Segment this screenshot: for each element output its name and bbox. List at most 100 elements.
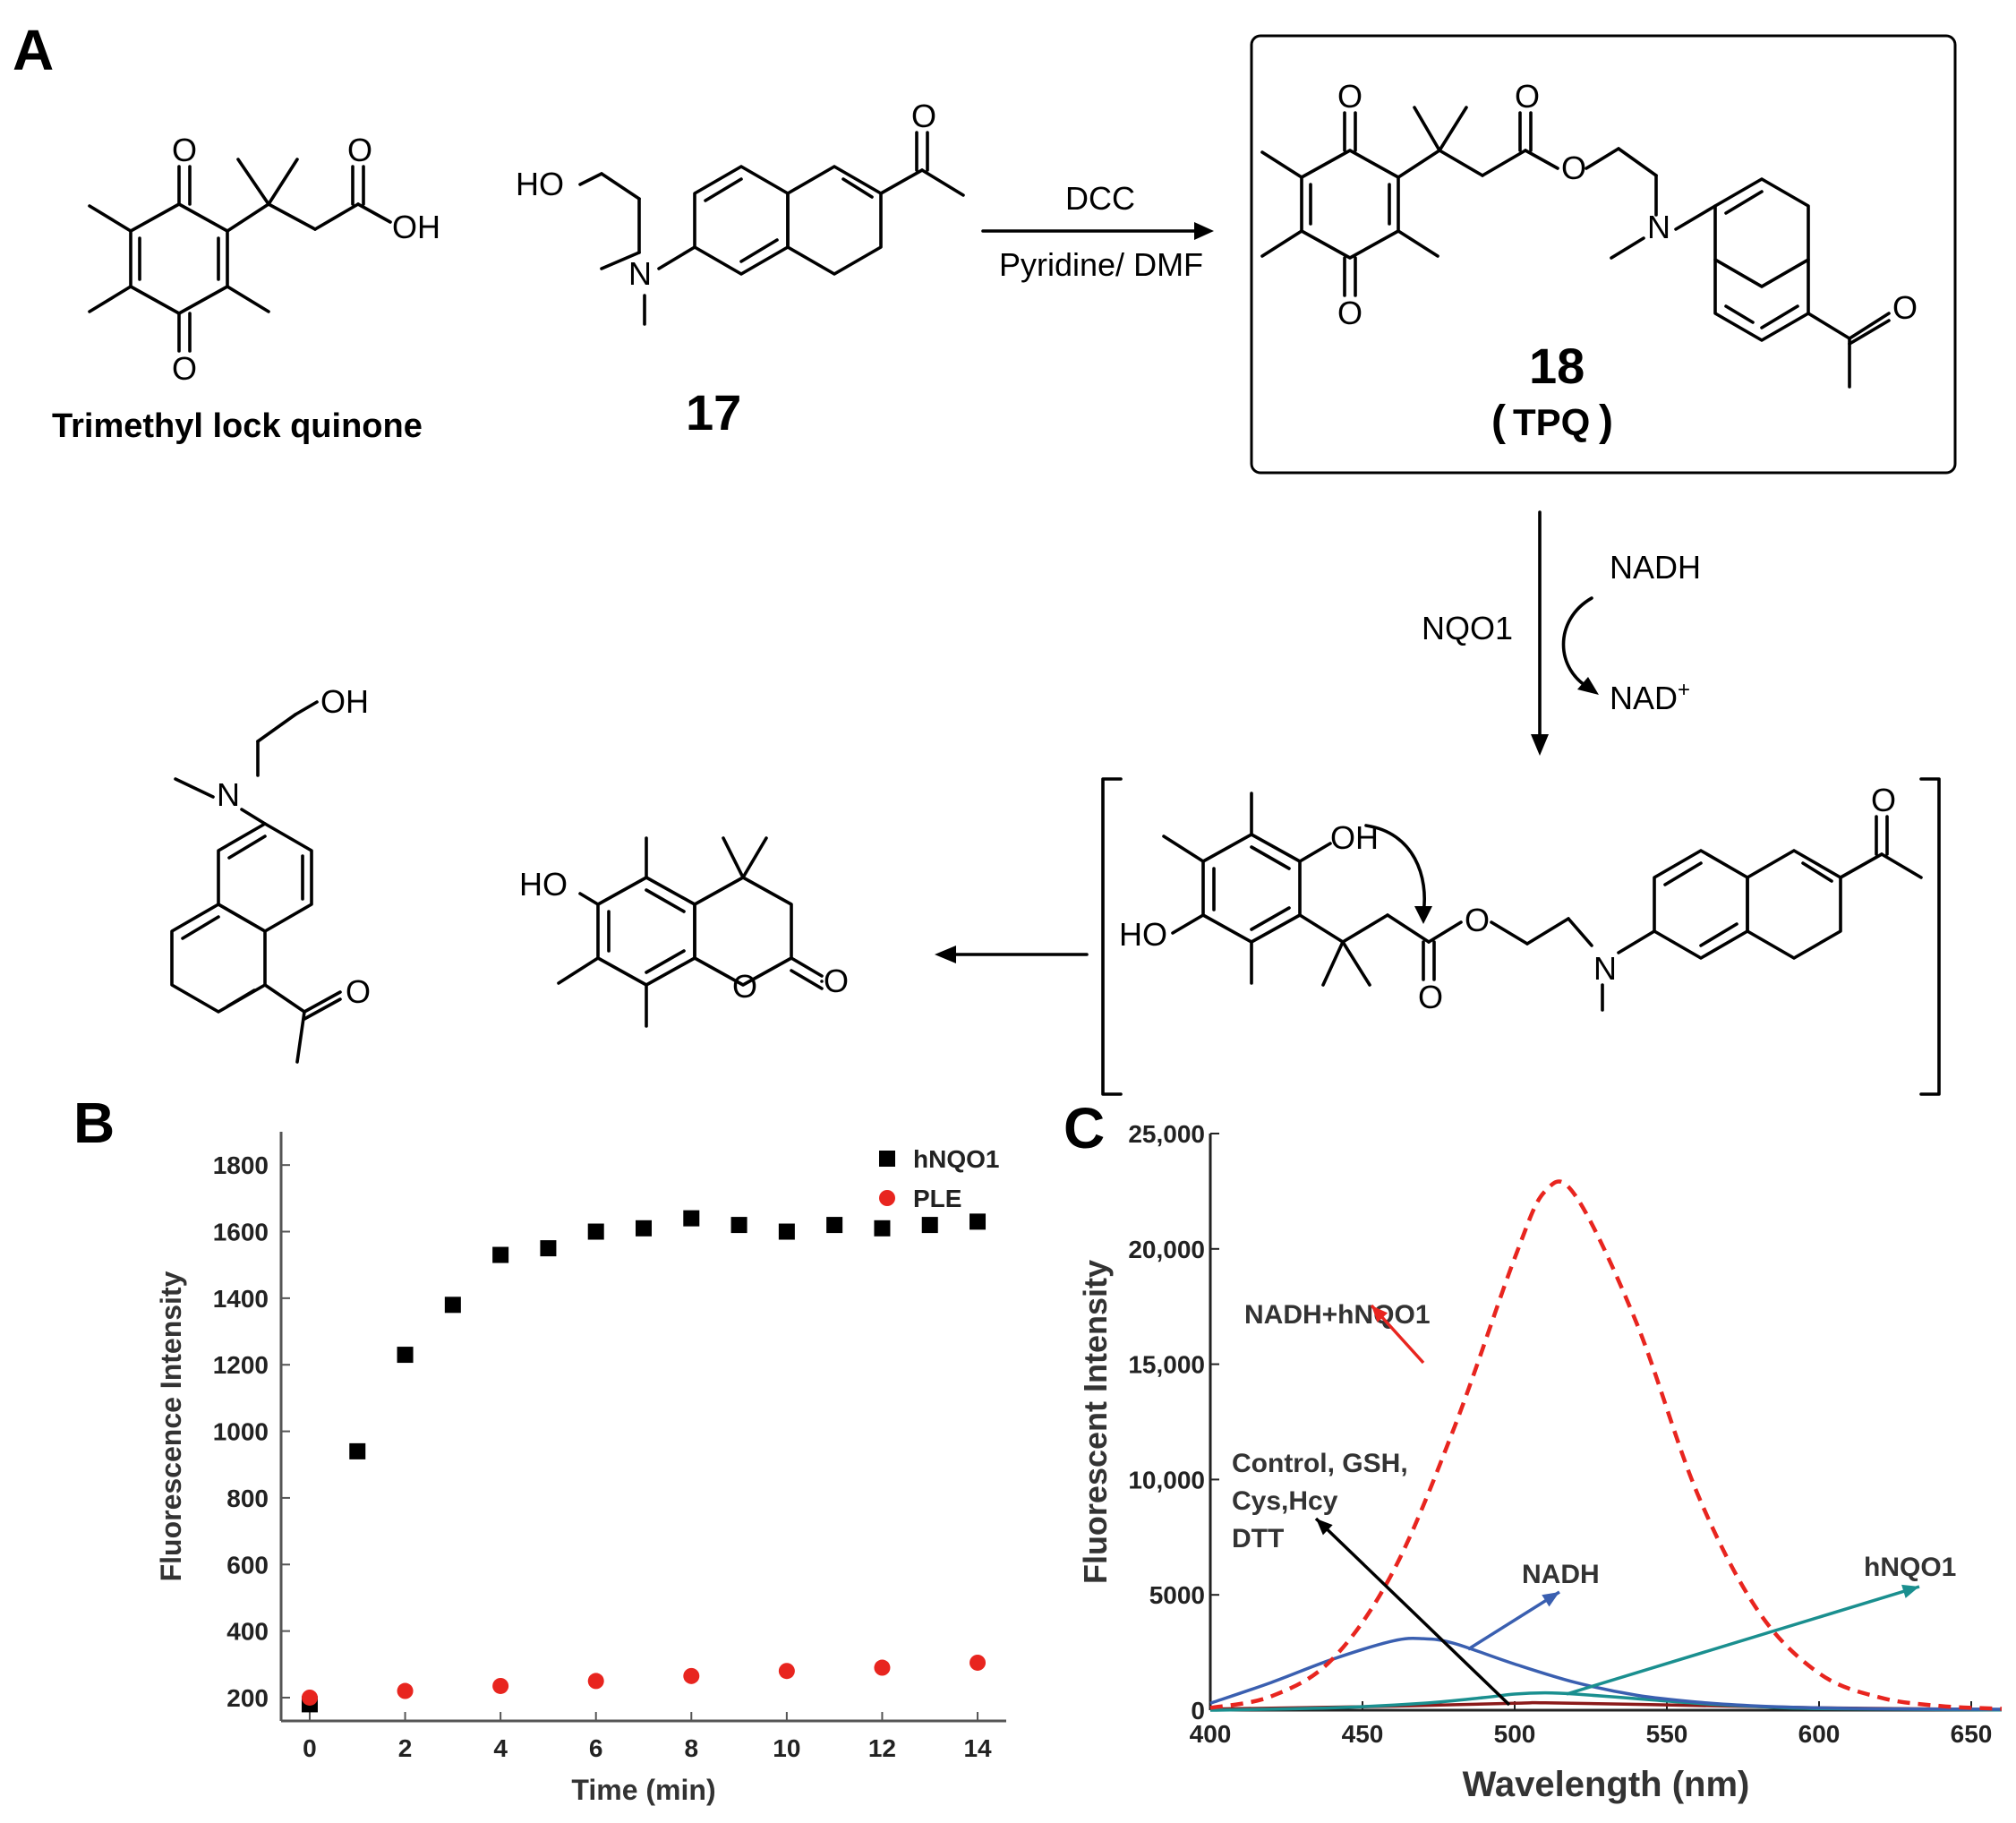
chart-b-x-tick-label: 12 xyxy=(868,1734,896,1762)
chart-c-annotation-control-line3: DTT xyxy=(1232,1524,1284,1553)
lactone-ring-oxygen: O xyxy=(732,968,757,1005)
fluorophore-nitrogen: N xyxy=(217,776,240,813)
chart-b-point-ple xyxy=(301,1689,318,1706)
chart-c-x-tick-label: 400 xyxy=(1190,1720,1232,1748)
quinone-oxygen-top: O xyxy=(172,132,197,168)
tpq-oxygen-top: O xyxy=(1337,78,1363,115)
reaction-arrow-2 xyxy=(1531,510,1599,756)
tpq-label: TPQ xyxy=(1513,401,1590,443)
chart-c-annotation-nadh-arrow-head xyxy=(1542,1592,1559,1607)
chart-b-point-hnqo1 xyxy=(444,1297,461,1314)
panel-a-letter: A xyxy=(13,18,54,82)
acid-hydroxyl: OH xyxy=(392,209,440,245)
chart-b-point-hnqo1 xyxy=(970,1213,987,1230)
chart-c-x-axis-label: Wavelength (nm) xyxy=(1463,1765,1750,1804)
reaction-arrow-3 xyxy=(935,946,1089,963)
chart-b-y-tick-label: 1200 xyxy=(213,1351,269,1379)
chart-c-y-tick-label: 20,000 xyxy=(1128,1236,1205,1263)
chart-b-point-hnqo1 xyxy=(397,1347,414,1364)
tpq-product-box xyxy=(1250,34,1957,475)
chart-b-legend-label-hnqo1: hNQO1 xyxy=(913,1145,999,1173)
chart-c-annotation-nadh-arrow xyxy=(1467,1590,1560,1651)
chart-b-x-tick-label: 10 xyxy=(773,1734,800,1762)
chart-b-y-tick-label: 400 xyxy=(226,1618,269,1646)
compound-17-label: 17 xyxy=(686,384,741,441)
chart-b-legend-marker-ple xyxy=(879,1190,895,1206)
compound-17-structure: HO N O xyxy=(516,98,965,326)
chart-c-y-tick-label: 25,000 xyxy=(1128,1120,1205,1148)
tpq-paren-close: ) xyxy=(1599,398,1613,445)
chart-c-annotation-hnqo1-arrow xyxy=(1566,1585,1920,1696)
chart-c-x-tick-label: 550 xyxy=(1646,1720,1688,1748)
chart-b-y-tick-label: 200 xyxy=(226,1684,269,1712)
reagent-dcc: DCC xyxy=(1065,180,1135,217)
chart-b-x-tick-label: 4 xyxy=(493,1734,508,1762)
chart-b-x-tick-label: 8 xyxy=(685,1734,699,1762)
chart-b-point-ple xyxy=(492,1677,509,1694)
tpq-nitrogen: N xyxy=(1647,209,1670,245)
chart-b-point-ple xyxy=(970,1654,987,1671)
intermediate-ketone-oxygen: O xyxy=(1871,782,1896,818)
chart-b-point-ple xyxy=(397,1682,414,1699)
chart-c-y-tick-label: 10,000 xyxy=(1128,1466,1205,1493)
tpq-ketone-oxygen: O xyxy=(1892,289,1918,326)
trimethyl-lock-quinone-structure: O O O OH xyxy=(88,132,440,387)
tpq-ester-carbonyl-oxygen: O xyxy=(1515,78,1540,115)
chart-c-x-tick-label: 600 xyxy=(1798,1720,1841,1748)
chart-c-y-axis-label: Fluorescent Intensity xyxy=(1077,1260,1114,1584)
chart-b-x-tick-label: 0 xyxy=(303,1734,317,1762)
intermediate-nitrogen: N xyxy=(1593,950,1617,987)
chart-c-annotation-hnqo1: hNQO1 xyxy=(1864,1553,1956,1582)
enzyme-nqo1: NQO1 xyxy=(1422,610,1513,646)
chart-b-point-hnqo1 xyxy=(492,1246,509,1263)
chart-b-legend-marker-hnqo1 xyxy=(879,1151,895,1167)
chart-b-legend-label-ple: PLE xyxy=(913,1185,961,1212)
released-fluorophore-structure: OH N O xyxy=(170,683,371,1064)
chart-b-x-tick-label: 14 xyxy=(963,1734,992,1762)
chart-b-y-tick-label: 800 xyxy=(226,1485,269,1512)
chart-b-x-axis-label: Time (min) xyxy=(571,1774,715,1806)
chart-b-point-hnqo1 xyxy=(540,1240,557,1257)
compound-17-nitrogen: N xyxy=(628,255,652,292)
chart-c-y-tick-label: 5000 xyxy=(1149,1581,1205,1609)
chart-b-point-hnqo1 xyxy=(587,1223,604,1240)
intermediate-hydroxyl-right: OH xyxy=(1330,819,1379,856)
compound-18-label: 18 xyxy=(1529,338,1585,394)
chart-c-x-tick-label: 500 xyxy=(1494,1720,1536,1748)
intermediate-hydroxyl-left: HO xyxy=(1119,916,1167,953)
reagent-pyridine-dmf: Pyridine/ DMF xyxy=(999,246,1203,283)
intermediate-carbonyl-oxygen: O xyxy=(1418,979,1443,1015)
chart-b-y-axis-label: Fluorescence Intensity xyxy=(155,1271,187,1581)
chart-b-point-ple xyxy=(778,1663,795,1680)
chart-c-x-tick-label: 650 xyxy=(1951,1720,1993,1748)
chart-c-x-tick-label: 450 xyxy=(1342,1720,1384,1748)
chart-b-point-hnqo1 xyxy=(921,1217,938,1234)
chart-c-annotation-control-arrow-head xyxy=(1316,1519,1333,1536)
chart-b-x-tick-label: 2 xyxy=(398,1734,413,1762)
quinone-oxygen-bottom: O xyxy=(172,350,197,387)
intermediate-ester-oxygen: O xyxy=(1465,902,1490,938)
lactone-product-structure: HO O O xyxy=(519,836,849,1028)
chart-b-x-tick-label: 6 xyxy=(589,1734,603,1762)
cofactor-nad-plus: NAD+ xyxy=(1610,678,1690,716)
reaction-arrow-1 xyxy=(981,222,1214,240)
acid-oxygen: O xyxy=(347,132,372,168)
chart-b-point-hnqo1 xyxy=(636,1220,652,1237)
chart-c-annotation-nadh-hnqo1: NADH+hNQO1 xyxy=(1244,1300,1431,1330)
tpq-oxygen-bottom: O xyxy=(1337,295,1363,331)
chart-b-point-hnqo1 xyxy=(874,1220,891,1237)
compound-17-oxygen: O xyxy=(911,98,936,134)
chart-b-y-tick-label: 1600 xyxy=(213,1219,269,1246)
tpq-structure: O O O O N O xyxy=(1260,78,1918,389)
trimethyl-lock-quinone-label: Trimethyl lock quinone xyxy=(52,407,423,445)
chart-c-annotation-hnqo1-arrow-head xyxy=(1901,1584,1919,1598)
compound-17-hydroxyl: HO xyxy=(516,166,564,202)
chart-c-annotation-control-arrow xyxy=(1314,1517,1511,1707)
fluorophore-ketone-oxygen: O xyxy=(346,973,371,1010)
chart-b-y-tick-label: 600 xyxy=(226,1551,269,1579)
lactone-carbonyl-oxygen: O xyxy=(824,963,849,999)
chart-b-point-hnqo1 xyxy=(349,1442,366,1459)
